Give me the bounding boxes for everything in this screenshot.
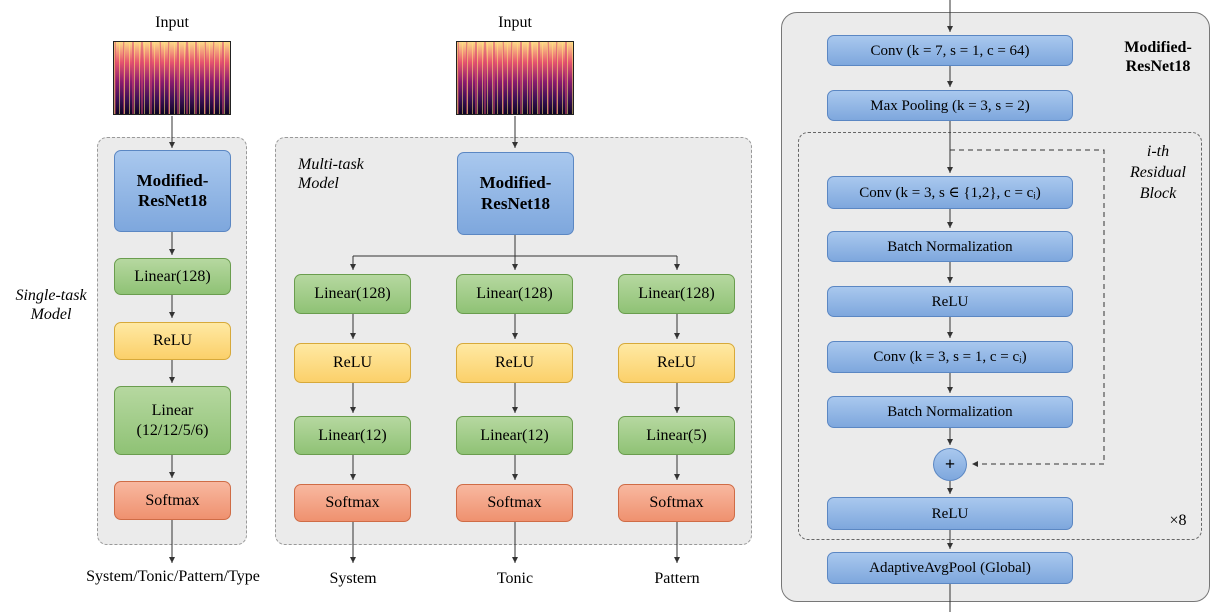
- block-conv1-box: Conv (k = 3, s ∈ {1,2}, c = cᵢ): [827, 176, 1073, 209]
- block-relu-out-box: ReLU: [827, 497, 1073, 530]
- head-system-linear128-box: Linear(128): [294, 274, 411, 314]
- head-tonic-softmax-box: Softmax: [456, 484, 573, 522]
- single-backbone-box: Modified- ResNet18: [114, 150, 231, 232]
- head-pattern-relu-box: ReLU: [618, 343, 735, 383]
- head-system-relu-box: ReLU: [294, 343, 411, 383]
- single-output-label: System/Tonic/Pattern/Type: [86, 568, 260, 585]
- global-pool-box: AdaptiveAvgPool (Global): [827, 552, 1073, 584]
- head-system-softmax-box: Softmax: [294, 484, 411, 522]
- head-tonic-relu-box: ReLU: [456, 343, 573, 383]
- multi-input-label: Input: [498, 14, 532, 31]
- single-task-model-label: Single-task Model: [15, 287, 87, 324]
- head-pattern-softmax-box: Softmax: [618, 484, 735, 522]
- block-conv2-box: Conv (k = 3, s = 1, c = cᵢ): [827, 341, 1073, 373]
- repeat-count-label: ×8: [1169, 512, 1187, 529]
- resnet-conv1-box: Conv (k = 7, s = 1, c = 64): [827, 35, 1073, 66]
- residual-block-label: i-th Residual Block: [1130, 143, 1186, 202]
- residual-block-panel: [798, 132, 1202, 540]
- head-pattern-output-label: Pattern: [654, 570, 700, 587]
- multi-task-model-label: Multi-task Model: [298, 156, 364, 193]
- single-input-label: Input: [155, 14, 189, 31]
- head-tonic-linear12-box: Linear(12): [456, 416, 573, 455]
- head-tonic-linear128-box: Linear(128): [456, 274, 573, 314]
- head-pattern-linear5-box: Linear(5): [618, 416, 735, 455]
- residual-add-node: +: [933, 448, 967, 481]
- resnet-title: Modified- ResNet18: [1124, 39, 1192, 76]
- head-pattern-linear128-box: Linear(128): [618, 274, 735, 314]
- multi-backbone-box: Modified- ResNet18: [457, 152, 574, 235]
- single-spectrogram-image: [113, 41, 231, 115]
- head-system-output-label: System: [329, 570, 377, 587]
- head-system-linear12-box: Linear(12): [294, 416, 411, 455]
- head-tonic-output-label: Tonic: [496, 570, 534, 587]
- multi-spectrogram-image: [456, 41, 574, 115]
- single-linear128-box: Linear(128): [114, 258, 231, 295]
- block-relu-box: ReLU: [827, 286, 1073, 317]
- single-softmax-box: Softmax: [114, 481, 231, 520]
- resnet-maxpool-box: Max Pooling (k = 3, s = 2): [827, 90, 1073, 121]
- single-relu-box: ReLU: [114, 322, 231, 360]
- single-linear-out-box: Linear (12/12/5/6): [114, 386, 231, 455]
- block-bn2-box: Batch Normalization: [827, 396, 1073, 428]
- block-bn1-box: Batch Normalization: [827, 231, 1073, 262]
